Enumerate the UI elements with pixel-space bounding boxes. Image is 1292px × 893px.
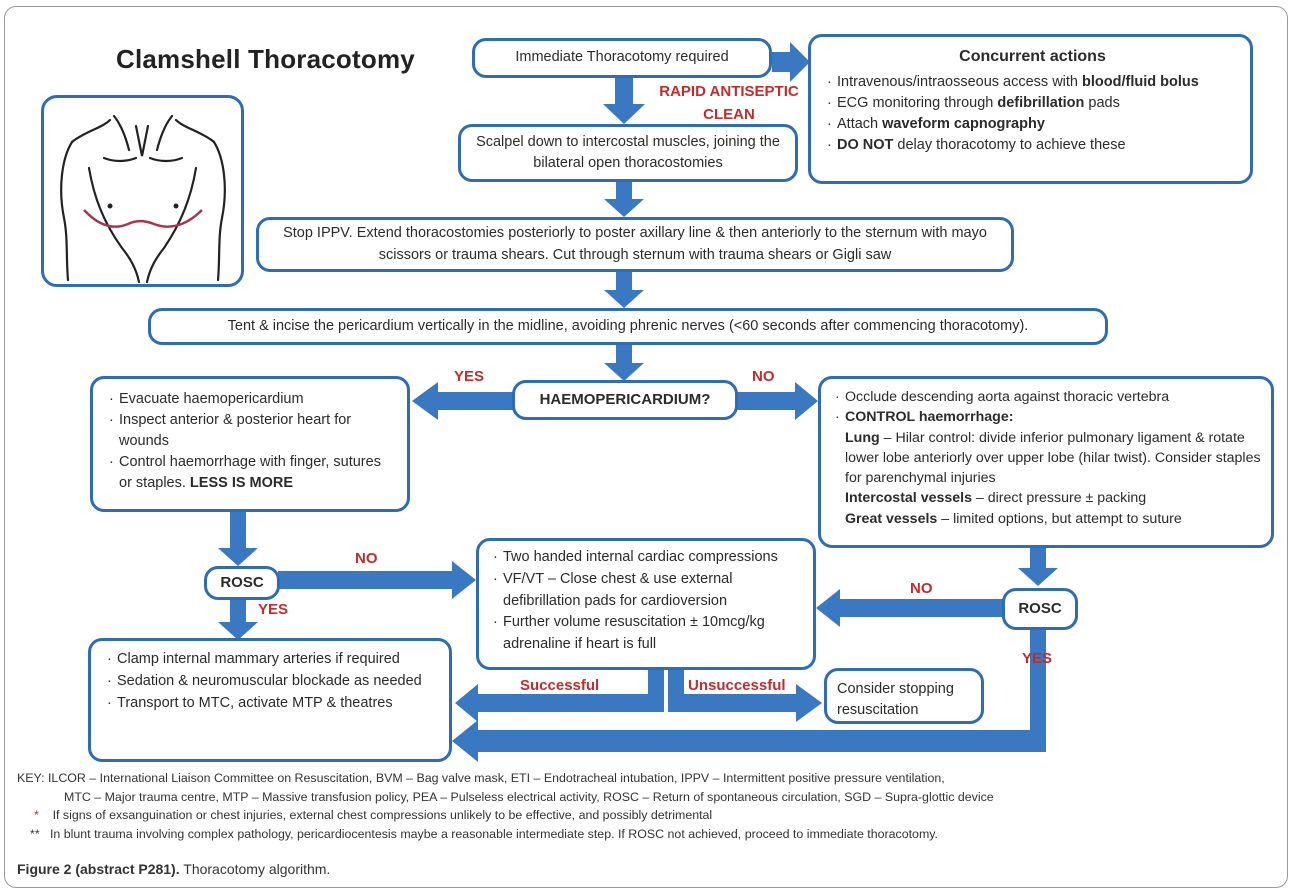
key-star-2: ** xyxy=(30,827,40,841)
evacuate-item: Inspect anterior & posterior heart for w… xyxy=(107,410,395,452)
rosc-left-text: ROSC xyxy=(220,574,264,592)
arrow-scalpel-to-ippv xyxy=(604,182,644,217)
clamp-list: Clamp internal mammary arteries if requi… xyxy=(105,649,439,714)
control-haemorrhage-box: Occlude descending aorta against thoraci… xyxy=(818,376,1274,548)
consider-stopping-box: Consider stopping resuscitation xyxy=(824,668,984,724)
arrow-decision-left xyxy=(412,382,514,420)
concurrent-item: Attach waveform capnography xyxy=(825,114,1240,135)
rosc-right-box: ROSC xyxy=(1002,588,1078,630)
arrow-rosc-right-to-clamp xyxy=(452,630,1046,762)
consider-stopping-text: Consider stopping resuscitation xyxy=(837,681,954,719)
stop-ippv-text: Stop IPPV. Extend thoracostomies posteri… xyxy=(283,225,987,263)
chest-figure xyxy=(41,95,244,287)
evacuate-box: Evacuate haemopericardium Inspect anteri… xyxy=(90,376,410,512)
unsuccessful-label: Unsuccessful xyxy=(688,677,786,694)
concurrent-item: Intravenous/intraosseous access with blo… xyxy=(825,72,1240,93)
arrow-decision-right xyxy=(736,382,818,420)
arrow-ippv-to-tent xyxy=(604,270,644,308)
figure-caption: Figure 2 (abstract P281). Thoracotomy al… xyxy=(17,861,330,877)
control-item: Intercostal vessels – direct pressure ± … xyxy=(845,490,1147,507)
key-star-1: * xyxy=(34,808,39,822)
clamp-item: Sedation & neuromuscular blockade as nee… xyxy=(105,671,439,693)
arrow-to-concurrent xyxy=(772,42,810,82)
immediate-thoracotomy-box: Immediate Thoracotomy required xyxy=(472,38,772,78)
concurrent-item: ECG monitoring through defibrillation pa… xyxy=(825,93,1240,114)
arrow-unsuccessful xyxy=(668,668,822,722)
cardiac-item: Two handed internal cardiac compressions xyxy=(491,547,803,569)
page-title: Clamshell Thoracotomy xyxy=(116,44,415,74)
caption-text: Thoracotomy algorithm. xyxy=(179,861,331,877)
arrow-tent-to-decision xyxy=(604,344,644,381)
no-label: NO xyxy=(752,368,775,385)
cardiac-item: Further volume resuscitation ± 10mcg/kg … xyxy=(491,612,803,656)
control-item: Occlude descending aorta against thoraci… xyxy=(833,387,1261,408)
arrow-successful xyxy=(455,668,664,722)
stop-ippv-box: Stop IPPV. Extend thoracostomies posteri… xyxy=(256,217,1014,272)
tent-incise-text: Tent & incise the pericardium vertically… xyxy=(227,317,1029,334)
tent-incise-box: Tent & incise the pericardium vertically… xyxy=(148,308,1108,345)
no-right-label: NO xyxy=(910,580,933,597)
arrow-rosc-right-to-cardiac xyxy=(816,589,1004,627)
control-list: Occlude descending aorta against thoraci… xyxy=(833,387,1261,529)
scalpel-text: Scalpel down to intercostal muscles, joi… xyxy=(476,133,780,171)
arrow-rosc-left-to-clamp xyxy=(218,598,258,640)
control-item: Lung – Hilar control: divide inferior pu… xyxy=(845,429,1261,487)
clamp-item: Transport to MTC, activate MTP & theatre… xyxy=(105,693,439,715)
caption-label: Figure 2 (abstract P281). xyxy=(17,861,180,877)
key-line-4: ** In blunt trauma involving complex pat… xyxy=(30,827,938,841)
cardiac-item: VF/VT – Close chest & use external defib… xyxy=(491,569,803,613)
control-item: CONTROL haemorrhage: xyxy=(833,407,1261,428)
successful-label: Successful xyxy=(520,677,600,694)
arrow-rightbox-to-rosc xyxy=(1018,548,1058,586)
evacuate-list: Evacuate haemopericardium Inspect anteri… xyxy=(107,389,395,494)
arrow-top-to-scalpel xyxy=(603,76,645,124)
cardiac-list: Two handed internal cardiac compressions… xyxy=(491,547,803,656)
decision-text: HAEMOPERICARDIUM? xyxy=(539,391,711,409)
concurrent-actions-box: Concurrent actions Intravenous/intraosse… xyxy=(808,34,1253,184)
clamp-box: Clamp internal mammary arteries if requi… xyxy=(88,638,452,762)
cardiac-compressions-box: Two handed internal cardiac compressions… xyxy=(476,538,816,670)
evacuate-item: Control haemorrhage with finger, sutures… xyxy=(107,452,395,494)
immediate-thoracotomy-text: Immediate Thoracotomy required xyxy=(515,49,729,66)
incision-line xyxy=(83,209,203,228)
arrow-leftbox-to-rosc xyxy=(218,512,258,566)
no-left-label: NO xyxy=(355,550,378,567)
key-line-2: MTC – Major trauma centre, MTP – Massive… xyxy=(64,790,994,804)
rapid-antiseptic-label: RAPID ANTISEPTIC CLEAN xyxy=(659,83,799,124)
concurrent-item: DO NOT delay thoracotomy to achieve thes… xyxy=(825,135,1240,156)
rosc-left-box: ROSC xyxy=(204,566,280,600)
yes-right-label: YES xyxy=(1022,650,1053,667)
evacuate-item: Evacuate haemopericardium xyxy=(107,389,395,410)
clamshell-incision-illustration xyxy=(60,114,226,284)
key-line-1: KEY: ILCOR – International Liaison Commi… xyxy=(17,771,945,785)
arrow-rosc-left-to-cardiac xyxy=(278,561,476,599)
clamp-item: Clamp internal mammary arteries if requi… xyxy=(105,649,439,671)
concurrent-list: Intravenous/intraosseous access with blo… xyxy=(825,72,1240,156)
control-item: Great vessels – limited options, but att… xyxy=(845,510,1182,527)
concurrent-heading: Concurrent actions xyxy=(959,48,1106,65)
rosc-right-text: ROSC xyxy=(1018,600,1062,618)
scalpel-box: Scalpel down to intercostal muscles, joi… xyxy=(458,124,798,182)
yes-label: YES xyxy=(454,368,485,385)
key-line-3: * If signs of exsanguination or chest in… xyxy=(34,808,713,822)
haemopericardium-decision: HAEMOPERICARDIUM? xyxy=(512,380,738,420)
yes-left-label: YES xyxy=(258,601,289,618)
